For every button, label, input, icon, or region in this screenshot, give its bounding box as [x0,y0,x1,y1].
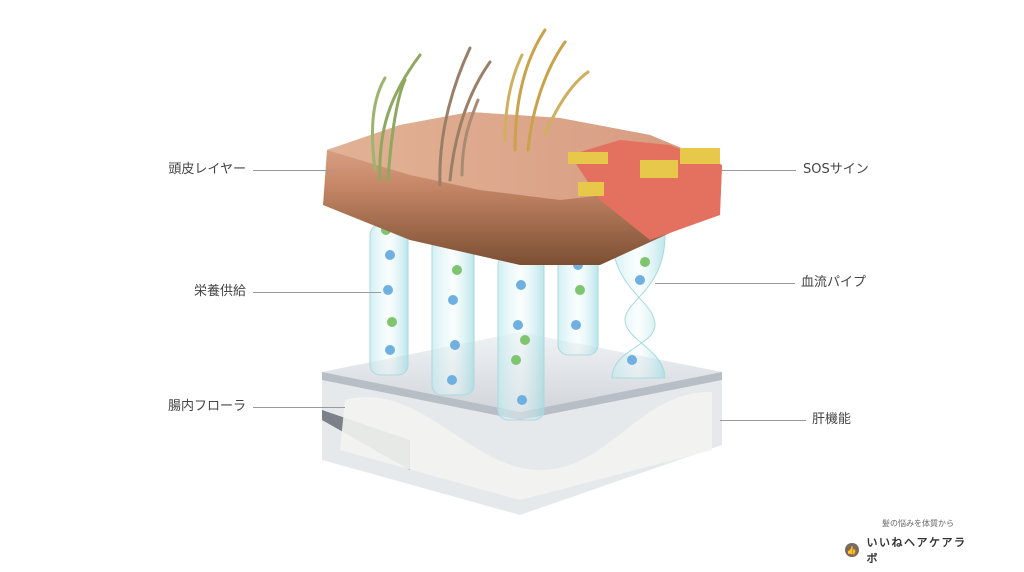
damaged-area [568,140,722,240]
brand-name: いいねヘアケアラボ [866,536,967,565]
leader-line-gut-flora [253,407,345,408]
leader-line-nutrient-supply [253,292,381,293]
label-liver-function: 肝機能 [812,412,852,427]
thumbs-up-icon: 👍 [845,543,859,557]
leader-line-liver-function [720,420,806,421]
label-sos-sign: SOSサイン [803,162,869,177]
brand-logo: 髪の悩みを体質から 👍 いいねヘアケアラボ [845,518,975,566]
brand-tagline: 髪の悩みを体質から [882,519,954,528]
nutrient-tubes [369,224,666,421]
leader-line-scalp-layer [253,170,335,171]
label-scalp-layer: 頭皮レイヤー [168,162,246,177]
scalp-block [323,28,722,265]
label-nutrient-supply: 栄養供給 [193,284,246,299]
label-blood-pipe: 血流パイプ [801,275,867,290]
leader-line-sos-sign [722,170,796,171]
leader-line-blood-pipe [655,283,795,284]
label-gut-flora: 腸内フローラ [167,399,246,414]
